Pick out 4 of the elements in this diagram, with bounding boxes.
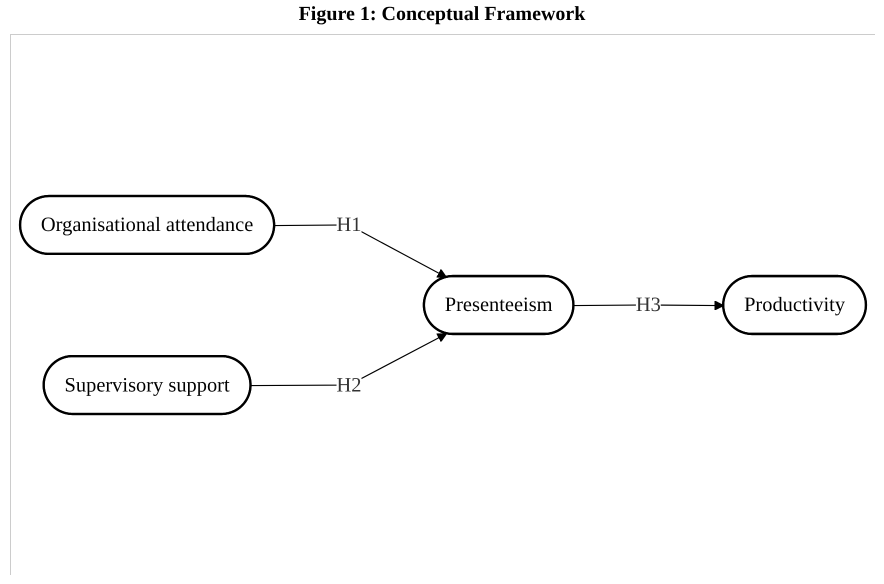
figure-title: Figure 1: Conceptual Framework — [298, 2, 586, 27]
edge-label: H2 — [336, 373, 362, 396]
edge-label: H1 — [336, 213, 362, 236]
edge-label: H3 — [636, 293, 661, 316]
